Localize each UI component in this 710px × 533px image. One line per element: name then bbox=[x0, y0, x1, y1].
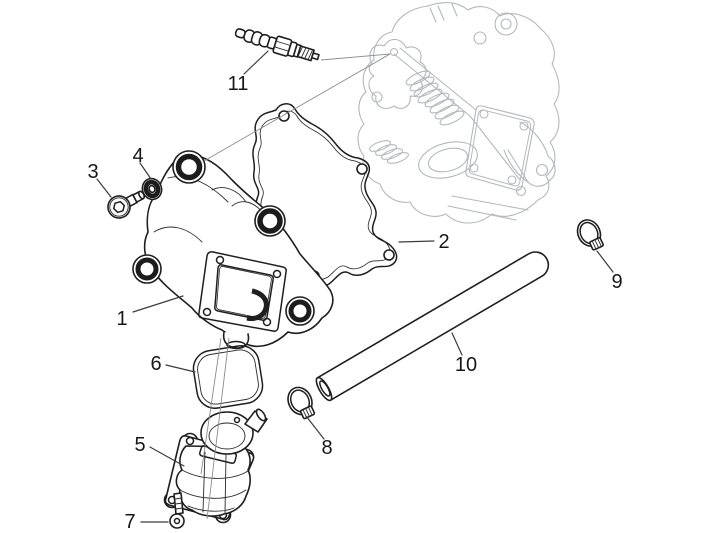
head-top-plate bbox=[368, 38, 427, 109]
callout-3: 3 bbox=[87, 161, 98, 183]
cover-screw bbox=[107, 190, 146, 219]
leader-9 bbox=[596, 250, 614, 273]
cylinder-head-cover bbox=[132, 150, 334, 350]
leader-1 bbox=[132, 295, 184, 313]
cover-outlet-spigot bbox=[222, 331, 250, 350]
air-pipe bbox=[315, 251, 550, 402]
cover-bosses bbox=[132, 150, 315, 326]
intake-port bbox=[418, 141, 478, 179]
leader-8 bbox=[305, 415, 325, 440]
callout-9: 9 bbox=[611, 271, 622, 293]
valve-spring-coils bbox=[369, 70, 465, 164]
callout-2: 2 bbox=[438, 231, 449, 253]
air-cover-dome bbox=[200, 411, 254, 455]
callout-6: 6 bbox=[150, 353, 161, 375]
callout-10: 10 bbox=[455, 354, 477, 376]
callout-5: 5 bbox=[134, 434, 145, 456]
callout-1: 1 bbox=[116, 308, 127, 330]
leader-6 bbox=[165, 364, 196, 373]
head-fins bbox=[447, 195, 529, 221]
secondary-air-cover bbox=[163, 408, 268, 524]
head-bracket bbox=[503, 121, 556, 197]
leader-5 bbox=[149, 446, 185, 467]
callout-7: 7 bbox=[124, 511, 135, 533]
callout-8: 8 bbox=[321, 437, 332, 459]
cover-breather-flange bbox=[198, 251, 287, 332]
callout-4: 4 bbox=[132, 145, 143, 167]
breather-gasket bbox=[192, 345, 264, 409]
spark-plug bbox=[234, 28, 320, 62]
rocker-bar bbox=[393, 47, 521, 181]
air-cover-spigot bbox=[244, 408, 268, 433]
leader-2 bbox=[398, 240, 435, 243]
head-gasket-face bbox=[465, 105, 535, 191]
leader-4 bbox=[139, 162, 152, 180]
callout-labels: 1 2 3 4 5 6 7 8 9 10 11 bbox=[87, 73, 622, 533]
flange-screw bbox=[169, 492, 185, 529]
hose-clamp-upper bbox=[576, 219, 604, 251]
leader-3 bbox=[96, 178, 112, 198]
alignment-lines bbox=[200, 53, 391, 520]
leader-lines bbox=[96, 50, 614, 523]
breather-baffle bbox=[246, 288, 269, 321]
leader-11 bbox=[243, 50, 269, 75]
air-cover-body bbox=[175, 445, 251, 517]
cylinder-head-outline bbox=[357, 1, 560, 224]
hose-clamp-lower bbox=[287, 386, 316, 420]
leader-10 bbox=[451, 332, 463, 356]
callout-11: 11 bbox=[228, 73, 249, 95]
cylinder-head bbox=[357, 1, 560, 224]
cover-screw-washer bbox=[141, 177, 163, 201]
